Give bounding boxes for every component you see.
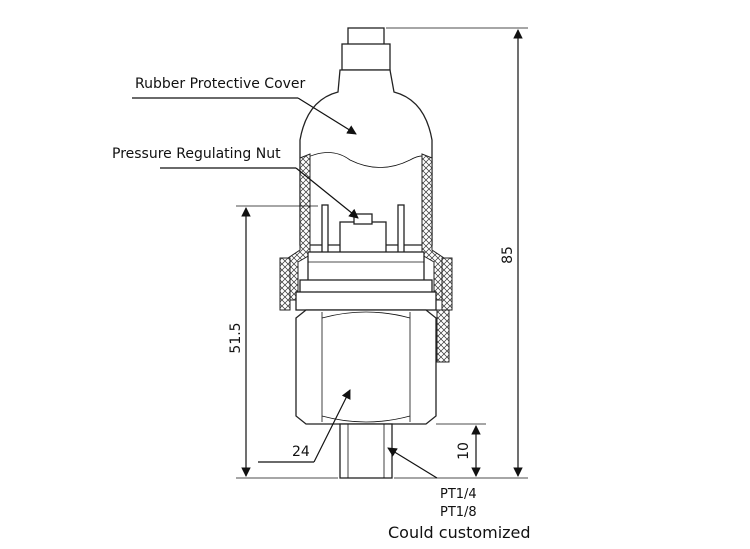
- thread-option-2: PT1/8: [440, 505, 477, 520]
- regulating-nut: [339, 221, 387, 257]
- callout-rubber-cover-label: Rubber Protective Cover: [135, 76, 306, 92]
- inner-pin-left: [321, 204, 329, 256]
- regulating-nut-cap: [353, 213, 373, 225]
- dimension-thread-length-value: 10: [456, 442, 472, 460]
- dimension-body-height-value: 51.5: [228, 322, 244, 353]
- cover-tab-left: [279, 257, 291, 311]
- dimension-hex-size: 24: [258, 389, 351, 463]
- callout-regulating-nut: Pressure Regulating Nut: [112, 146, 359, 219]
- cover-break-line: [301, 152, 431, 168]
- device-body: [279, 27, 453, 479]
- dimension-body-height: 51.5: [228, 205, 338, 479]
- thread-stem: [339, 423, 393, 479]
- cover-tab-right: [441, 257, 453, 311]
- dimension-total-height: 85: [386, 27, 528, 479]
- callout-rubber-cover: Rubber Protective Cover: [132, 76, 357, 135]
- dimension-hex-size-value: 24: [292, 444, 310, 460]
- housing-step-1: [307, 251, 425, 283]
- callout-thread: PT1/4 PT1/8 Could customized: [387, 447, 531, 542]
- thread-option-1: PT1/4: [440, 487, 477, 502]
- thread-note: Could customized: [388, 523, 531, 542]
- inner-pin-right: [397, 204, 405, 256]
- dimension-total-height-value: 85: [500, 246, 516, 264]
- cover-lower-left: [436, 309, 450, 363]
- hex-body: [295, 309, 437, 425]
- top-terminal: [347, 27, 385, 47]
- dimension-thread-length: 10: [436, 423, 486, 477]
- housing-step-3: [295, 291, 437, 311]
- top-terminal-neck: [341, 43, 391, 71]
- callout-regulating-nut-label: Pressure Regulating Nut: [112, 146, 281, 162]
- cover-wall-right: [421, 153, 445, 301]
